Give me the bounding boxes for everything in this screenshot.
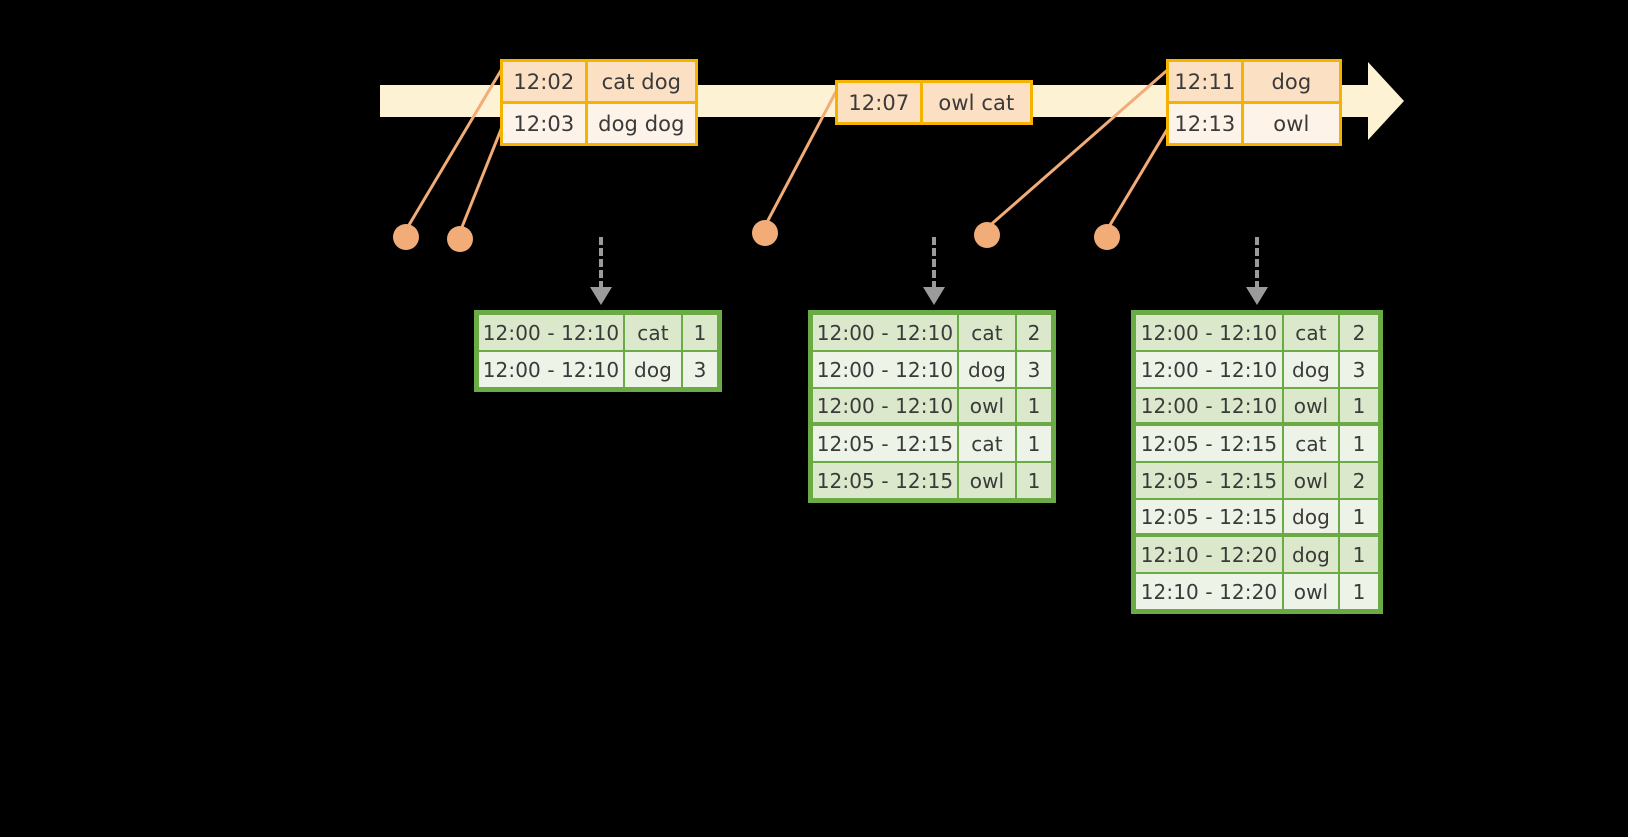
cell-word: cat	[624, 314, 682, 351]
cell-count: 3	[682, 351, 718, 388]
cell-count: 1	[682, 314, 718, 351]
arrow-head-icon	[590, 287, 612, 305]
cell-range: 12:10 - 12:20	[1135, 573, 1283, 610]
cell-range: 12:00 - 12:10	[478, 314, 624, 351]
arrow-stem	[599, 237, 603, 289]
cell-count: 1	[1339, 388, 1379, 425]
event-dot-1	[393, 224, 419, 250]
event-words: owl cat	[922, 83, 1030, 122]
cell-word: dog	[1283, 536, 1339, 573]
cell-range: 12:05 - 12:15	[812, 462, 958, 499]
connector-line-2	[458, 121, 506, 233]
cell-word: owl	[1283, 462, 1339, 499]
cell-range: 12:00 - 12:10	[1135, 314, 1283, 351]
event-words: dog	[1243, 62, 1339, 101]
cell-word: owl	[1283, 573, 1339, 610]
cell-range: 12:00 - 12:10	[478, 351, 624, 388]
event-row: 12:03 dog dog	[503, 101, 695, 143]
cell-range: 12:00 - 12:10	[812, 388, 958, 425]
cell-word: dog	[1283, 499, 1339, 536]
event-dot-2	[447, 226, 473, 252]
event-box-group-2: 12:07 owl cat	[835, 80, 1033, 125]
cell-range: 12:00 - 12:10	[1135, 388, 1283, 425]
cell-count: 2	[1339, 462, 1379, 499]
cell-word: cat	[958, 314, 1016, 351]
cell-word: cat	[1283, 314, 1339, 351]
cell-count: 1	[1016, 388, 1052, 425]
cell-count: 1	[1339, 573, 1379, 610]
event-dot-5	[1094, 224, 1120, 250]
cell-count: 1	[1339, 425, 1379, 462]
arrow-stem	[1255, 237, 1259, 289]
cell-word: cat	[958, 425, 1016, 462]
cell-count: 2	[1339, 314, 1379, 351]
event-dot-4	[974, 222, 1000, 248]
cell-word: owl	[958, 388, 1016, 425]
cell-range: 12:05 - 12:15	[1135, 462, 1283, 499]
arrow-stem	[932, 237, 936, 289]
cell-range: 12:10 - 12:20	[1135, 536, 1283, 573]
cell-word: cat	[1283, 425, 1339, 462]
cell-count: 1	[1339, 536, 1379, 573]
cell-range: 12:05 - 12:15	[1135, 499, 1283, 536]
cell-range: 12:00 - 12:10	[1135, 351, 1283, 388]
cell-word: owl	[958, 462, 1016, 499]
connector-line-5	[1105, 117, 1176, 231]
cell-count: 1	[1339, 499, 1379, 536]
event-box-group-1: 12:02 cat dog 12:03 dog dog	[500, 59, 698, 146]
arrow-head-icon	[923, 287, 945, 305]
event-box-group-3: 12:11 dog 12:13 owl	[1166, 59, 1342, 146]
timeline-arrowhead-icon	[1368, 62, 1404, 140]
cell-count: 3	[1016, 351, 1052, 388]
event-words: owl	[1243, 104, 1339, 143]
cell-count: 3	[1339, 351, 1379, 388]
cell-range: 12:05 - 12:15	[1135, 425, 1283, 462]
event-words: cat dog	[587, 62, 695, 101]
event-row: 12:07 owl cat	[838, 83, 1030, 122]
cell-count: 2	[1016, 314, 1052, 351]
cell-word: dog	[624, 351, 682, 388]
event-dot-3	[752, 220, 778, 246]
cell-range: 12:00 - 12:10	[812, 314, 958, 351]
event-time: 12:07	[838, 83, 923, 122]
event-row: 12:11 dog	[1169, 62, 1339, 101]
cell-count: 1	[1016, 425, 1052, 462]
cell-range: 12:05 - 12:15	[812, 425, 958, 462]
cell-word: dog	[958, 351, 1016, 388]
arrow-head-icon	[1246, 287, 1268, 305]
cell-range: 12:00 - 12:10	[812, 351, 958, 388]
cell-count: 1	[1016, 462, 1052, 499]
cell-word: owl	[1283, 388, 1339, 425]
event-time: 12:02	[503, 62, 588, 101]
event-time: 12:13	[1169, 104, 1244, 143]
event-time: 12:11	[1169, 62, 1244, 101]
event-time: 12:03	[503, 104, 588, 143]
event-row: 12:02 cat dog	[503, 62, 695, 101]
event-row: 12:13 owl	[1169, 101, 1339, 143]
cell-word: dog	[1283, 351, 1339, 388]
event-words: dog dog	[587, 104, 695, 143]
